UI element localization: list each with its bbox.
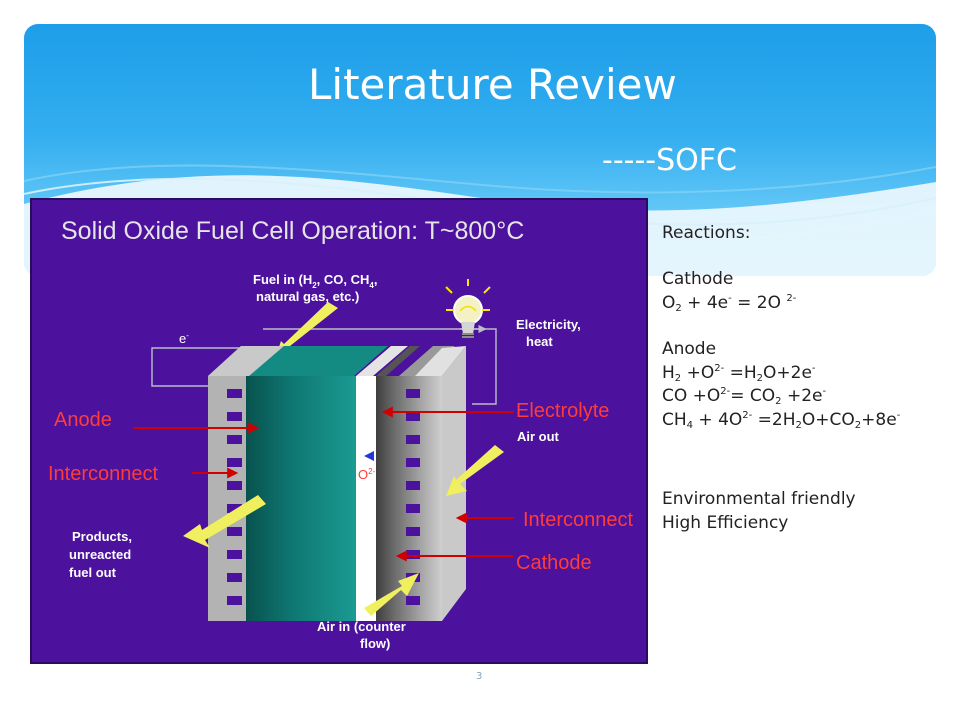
- air-in-label-line1: Air in (counter: [317, 619, 406, 634]
- oxide-ion-label: O2-: [358, 467, 376, 482]
- anode-label: Anode: [54, 409, 112, 431]
- reactions-spacer-3: [662, 432, 942, 488]
- air-in-arrow: [364, 573, 419, 616]
- air-in-label-line2: flow): [360, 636, 390, 651]
- electrolyte-label: Electrolyte: [516, 400, 609, 422]
- anode-carbon-monoxide-equation: CO +O2-= CO2 +2e-: [662, 386, 827, 408]
- reactions-spacer-2: [662, 315, 942, 338]
- interconnect-left-label: Interconnect: [48, 463, 159, 485]
- interconnect-right-label: Interconnect: [523, 509, 634, 531]
- page-number: 3: [476, 671, 483, 682]
- products-label-line2: unreacted: [69, 547, 131, 562]
- reactions-text-block: Reactions: Cathode O2 + 4e- = 2O 2- Anod…: [662, 222, 942, 535]
- anode-heading: Anode: [662, 339, 717, 360]
- light-bulb-icon: [445, 279, 491, 338]
- slide-title: Literature Review: [308, 60, 677, 109]
- fuel-cell-stack: [208, 346, 466, 621]
- sofc-operation-diagram: Solid Oxide Fuel Cell Operation: T~800°C…: [30, 198, 648, 664]
- cathode-equation: O2 + 4e- = 2O 2-: [662, 292, 797, 315]
- heat-label: heat: [526, 334, 553, 349]
- electron-label: e-: [179, 331, 189, 346]
- anode-hydrogen-equation: H2 +O2- =H2O+2e-: [662, 362, 816, 384]
- fuel-in-label-line1: Fuel in (H2, CO, CH4,: [253, 272, 377, 290]
- diagram-frame: [30, 198, 648, 664]
- fuel-in-arrow: [275, 302, 338, 359]
- slide-subtitle: -----SOFC: [602, 143, 737, 178]
- products-label-line1: Products,: [72, 529, 132, 544]
- cathode-label: Cathode: [516, 552, 592, 574]
- cathode-heading: Cathode: [662, 269, 734, 290]
- benefit-environmental-friendly: Environmental friendly: [662, 489, 856, 510]
- electricity-label: Electricity,: [516, 317, 581, 332]
- air-out-label: Air out: [517, 429, 560, 444]
- products-out-arrow: [183, 495, 266, 548]
- external-circuit-left: [151, 347, 245, 387]
- fuel-in-label-line2: natural gas, etc.): [256, 289, 359, 304]
- products-label-line3: fuel out: [69, 565, 117, 580]
- benefit-high-efficiency: High Efficiency: [662, 512, 789, 533]
- air-out-arrow: [446, 445, 504, 496]
- anode-methane-equation: CH4 + 4O2- =2H2O+CO2+8e-: [662, 409, 901, 431]
- reactions-heading: Reactions:: [662, 223, 751, 243]
- reactions-spacer-1: [662, 245, 942, 268]
- diagram-title: Solid Oxide Fuel Cell Operation: T~800°C: [61, 217, 524, 245]
